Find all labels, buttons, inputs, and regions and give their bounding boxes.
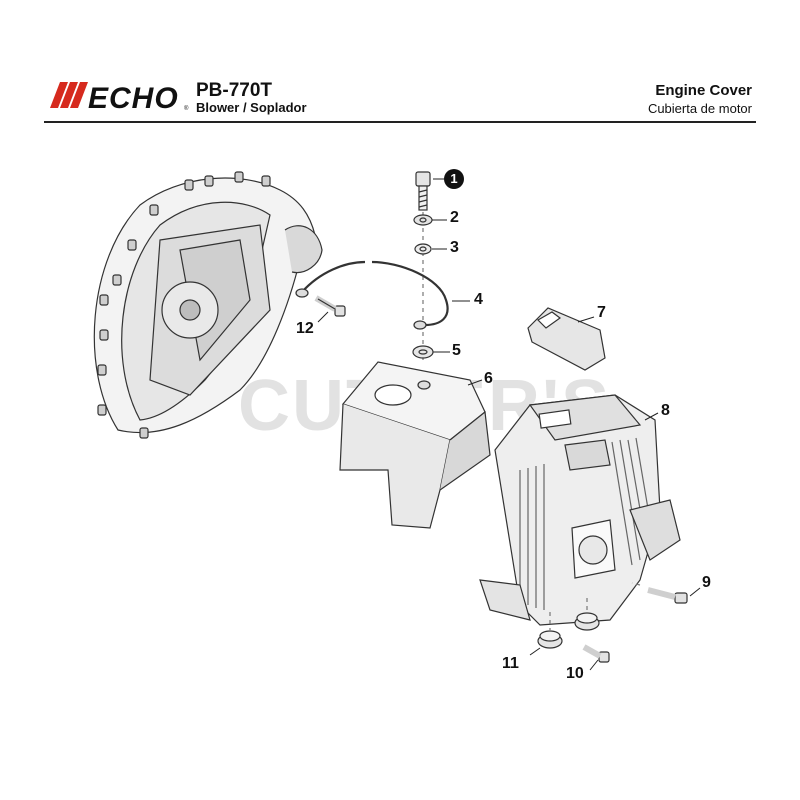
product-subtitle: Blower / Soplador [196, 100, 307, 115]
callout-5: 5 [452, 342, 461, 359]
section-title: Engine Cover [655, 82, 752, 99]
callout-1: 1 [444, 169, 464, 189]
callout-3: 3 [450, 239, 459, 256]
callout-10: 10 [566, 665, 584, 682]
logo-text: ECHO [88, 82, 179, 115]
wire-part-4 [301, 260, 449, 327]
callout-4: 4 [474, 291, 483, 308]
callout-8: 8 [661, 402, 670, 419]
svg-text:®: ® [184, 105, 189, 112]
bolt-part-10 [582, 644, 610, 663]
cover-part-6 [339, 361, 491, 529]
bolt-part-12 [314, 295, 346, 317]
callout-6: 6 [484, 370, 493, 387]
bolt-part-1 [415, 171, 431, 211]
fan-housing [93, 171, 323, 439]
callout-11: 11 [502, 655, 519, 672]
section-title-spanish: Cubierta de motor [647, 101, 752, 116]
bolt-part-9 [647, 587, 688, 604]
model-number: PB-770T [196, 80, 273, 101]
callout-12: 12 [296, 320, 314, 337]
engine-cover-part-8 [479, 394, 681, 626]
washer-part-2 [413, 214, 433, 226]
spacer-part-5 [412, 345, 434, 359]
echo-logo: ECHO ® [50, 82, 189, 115]
callout-7: 7 [597, 304, 606, 321]
washer-part-3 [414, 243, 432, 255]
header-divider [44, 121, 756, 123]
callout-2: 2 [450, 209, 459, 226]
callout-9: 9 [702, 574, 711, 591]
